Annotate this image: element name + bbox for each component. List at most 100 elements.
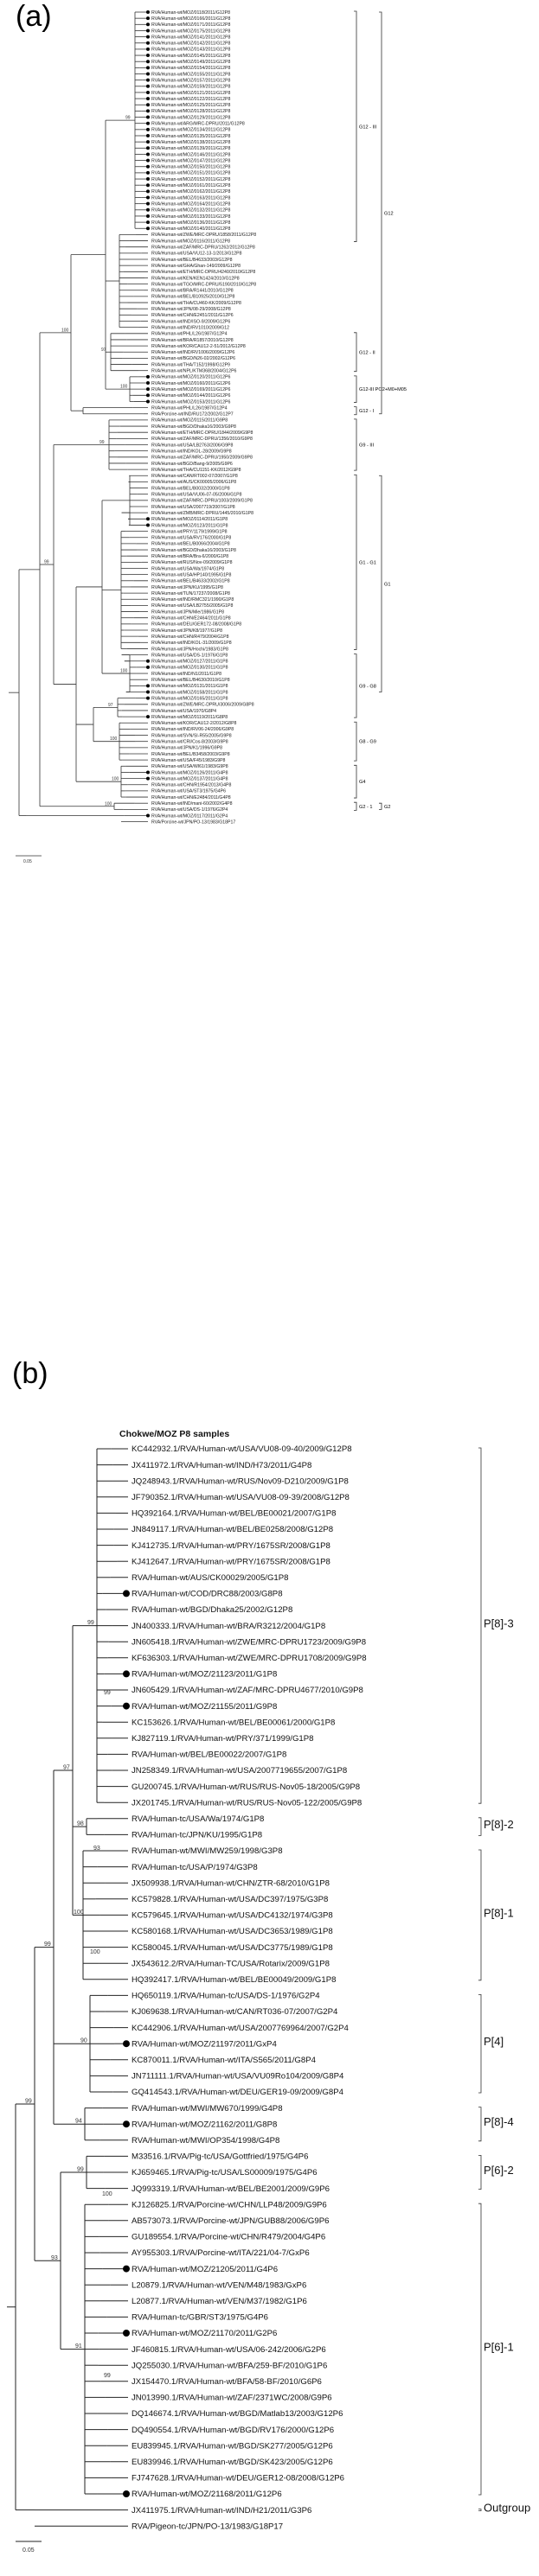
taxon-label: JQ255030.1/RVA/Human-wt/BFA/259-BF/2010/… [132,2361,327,2370]
taxon-label: RVA/Human-wt/KOR/CAU12-2/2012/G8P8 [151,721,237,726]
bootstrap-value: 100 [74,1910,84,1916]
taxon-label: RVA/Human-wt/MOZ/0160/2011/G12P6 [151,381,231,386]
group-label: P[8]-4 [484,2115,514,2128]
taxon-label: JX543612.2/RVA/Human-TC/USA/Rotarix/2009… [132,1959,330,1968]
taxon-label: RVA/Pigeon-tc/JPN/PO-13/1983/G18P17 [132,2522,283,2531]
taxon-label: RVA/Human-wt/BEL/B3458/2003/G9P8 [151,752,230,757]
taxon-label: JN849117.1/RVA/Human-wt/BEL/BE0258/2008/… [132,1525,333,1534]
sample-marker-dot [146,195,150,200]
sample-marker-dot [146,715,150,719]
taxon-label: RVA/Human-wt/USA/Wa/1974/G1P8 [151,566,224,571]
taxon-label: RVA/Human-wt/MOZ/0158/2011/G1P8 [151,690,228,695]
taxon-label: JN605429.1/RVA/Human-wt/ZAF/MRC-DPRU4677… [132,1686,363,1695]
taxon-label: RVA/Human-wt/JPN/KU/1995/G1P8 [151,585,223,590]
taxon-label: RVA/Human-wt/BGD/Dhaka25/2002/G12P8 [132,1605,292,1615]
sample-marker-dot [146,152,150,156]
sample-marker-dot [146,393,150,398]
taxon-label: RVA/Human-wt/BEL/BE00022/2007/G1P8 [132,1750,286,1760]
bootstrap-value: 97 [101,348,106,353]
sample-marker-dot [123,1590,130,1597]
bootstrap-value: 99 [104,2373,111,2379]
taxon-label: RVA/Human-wt/MOZ/0146/2011/G12P8 [151,152,231,157]
taxon-label: RVA/Human-wt/IND/N1/2011/G1P8 [151,672,221,677]
sample-marker-dot [146,813,150,818]
taxon-label: JF460815.1/RVA/Human-wt/USA/06-242/2006/… [132,2345,326,2355]
taxon-label: RVA/Human-wt/USA/VU06-07-05/2006/G1P8 [151,493,242,498]
taxon-label: HQ650119.1/RVA/Human-tc/USA/DS-1/1976/G2… [132,1992,320,2001]
bootstrap-value: 90 [80,2038,87,2044]
taxon-label: RVA/Human-wt/USA/WI61/1983/G9P8 [151,764,228,769]
taxon-label: JX411975.1/RVA/Human-wt/IND/H21/2011/G3P… [132,2506,311,2515]
taxon-label: AY955303.1/RVA/Porcine-wt/ITA/221/04-7/G… [132,2248,310,2258]
taxon-label: RVA/Human-wt/MOZ/21123/2011/G1P8 [132,1670,277,1680]
sample-marker-dot [146,177,150,182]
group-bracket [354,721,357,762]
sample-marker-dot [146,776,150,781]
taxon-label: RVA/Human-wt/MOZ/0123/2011/G1P8 [151,523,228,528]
taxon-label: RVA/Human-wt/MOZ/0130/2011/G1P8 [151,666,228,671]
group-bracket [478,2155,482,2190]
bootstrap-value: 100 [110,736,118,742]
taxon-label: RVA/Human-wt/AUS/CK00029/2005/G1P8 [132,1573,289,1583]
group-bracket [354,801,357,811]
scale-bar-label: 0.05 [22,2547,35,2554]
samples-heading: Chokwe/MOZ P8 samples [119,1429,229,1439]
taxon-label: RVA/Human-wt/BRA/R1857/2010/G12P8 [151,338,234,343]
taxon-label: JX201745.1/RVA/Human-wt/RUS/RUS-Nov05-12… [132,1798,362,1808]
sample-marker-dot [146,183,150,188]
taxon-label: RVA/Human-wt/BEL/B4633/2002/G1P8 [151,579,230,584]
taxon-label: KF636303.1/RVA/Human-wt/ZWE/MRC-DPRU1708… [132,1654,367,1663]
taxon-label: RVA/Human-wt/MOZ/0162/2011/G12P8 [151,189,231,194]
taxon-label: RVA/Porcine-wt/JPN/PO-13/1983/G18P17 [151,819,235,825]
sample-marker-dot [146,66,150,70]
taxon-label: M33516.1/RVA/Pig-tc/USA/Gottfried/1975/G… [132,2152,308,2162]
taxon-label: KJ412735.1/RVA/Human-wt/PRY/1675SR/2008/… [132,1541,330,1551]
taxon-label: RVA/Human-wt/USA/F45/1983/G9P8 [151,758,226,763]
group-bracket [354,764,357,799]
group-bracket [478,2203,482,2496]
bootstrap-value: 94 [75,2119,82,2125]
taxon-label: RVA/Human-wt/MOZ/0116/2011/G12P8 [151,239,230,244]
taxon-label: RVA/Human-wt/MOZ/0155/2011/G12P8 [151,72,231,77]
group-bracket [354,406,357,416]
group-label: Outgroup [484,2502,530,2515]
taxon-label: RVA/Human-wt/MOZ/0121/2011/G12P8 [151,91,231,96]
taxon-label: RVA/Human-wt/THA/CU1151-KK/2012/G9P8 [151,468,241,473]
sample-marker-dot [146,60,150,64]
taxon-label: RVA/Human-wt/MOZ/0127/2011/G1P8 [151,660,228,665]
taxon-label: RVA/Human-wt/MOZ/0151/2011/G12P8 [151,171,231,176]
taxon-label: RVA/Human-wt/DEU/GER172-08/2008/G1P8 [151,622,241,628]
group-label: G12 - II [359,350,375,355]
panel-b-label: (b) [12,1357,48,1390]
group-label: P[6]-1 [484,2341,514,2354]
taxon-label: RVA/Human-wt/MOZ/21197/2011/GxP4 [132,2039,277,2049]
taxon-label: RVA/Human-wt/MOZ/0115/2011/G9P8 [151,418,228,424]
bootstrap-value: 100 [120,669,128,674]
group-label: G12-III PO2+M0+M05 [359,387,407,392]
taxon-label: RVA/Human-wt/USA/LB2763/2006/G9P8 [151,443,234,448]
taxon-label: RVA/Human-wt/IND/RMC321/1990/G1P8 [151,597,234,603]
taxon-label: RVA/Human-wt/MOZ/0114/2011/G1P8 [151,517,228,522]
taxon-label: RVA/Human-wt/GHA/Ghan-149/2009/G12P8 [151,264,241,269]
taxon-label: RVA/Human-wt/MOZ/0169/2011/G12P6 [151,387,231,392]
bootstrap-value: 100 [105,801,112,807]
group-label: P[8]-3 [484,1617,514,1630]
taxon-label: RVA/Human-wt/MOZ/0134/2011/G12P8 [151,128,231,133]
taxon-label: RVA/Human-wt/ZMB/MRC-DPRU/1445/2010/G1P8 [151,511,253,516]
taxon-label: RVA/Human-wt/MOZ/0129/2011/G12P8 [151,115,231,120]
taxon-label: RVA/Human-wt/BGD/N26-02/2002/G12P6 [151,356,235,361]
taxon-label: RVA/Human-wt/USA/RV176/2000/G1P8 [151,536,231,541]
taxon-label: RVA/Human-wt/BEL/B0066/2004/G1P8 [151,542,230,547]
taxon-label: RVA/Human-wt/CHN/R479/2004/G1P8 [151,634,229,640]
taxon-label: RVA/Human-wt/MOZ/0175/2011/G12P8 [151,29,231,34]
group-bracket [478,1447,482,1804]
taxon-label: RVA/Human-wt/MOZ/0137/2011/G4P8 [151,776,228,781]
taxon-label: GU189554.1/RVA/Porcine-wt/CHN/R479/2004/… [132,2233,325,2242]
bootstrap-value: 93 [51,2255,58,2261]
taxon-label: RVA/Human-wt/CHN/E2464/2011/G1P8 [151,616,231,622]
taxon-label: RVA/Human-wt/MOZ/0144/2011/G12P6 [151,393,231,399]
group-label: G1 - G1 [359,560,376,565]
taxon-label: JN605418.1/RVA/Human-wt/ZWE/MRC-DPRU1723… [132,1637,366,1647]
group-label-outer: G2 [384,805,390,810]
taxon-label: RVA/Human-wt/MOZ/0145/2011/G12P8 [151,54,231,59]
